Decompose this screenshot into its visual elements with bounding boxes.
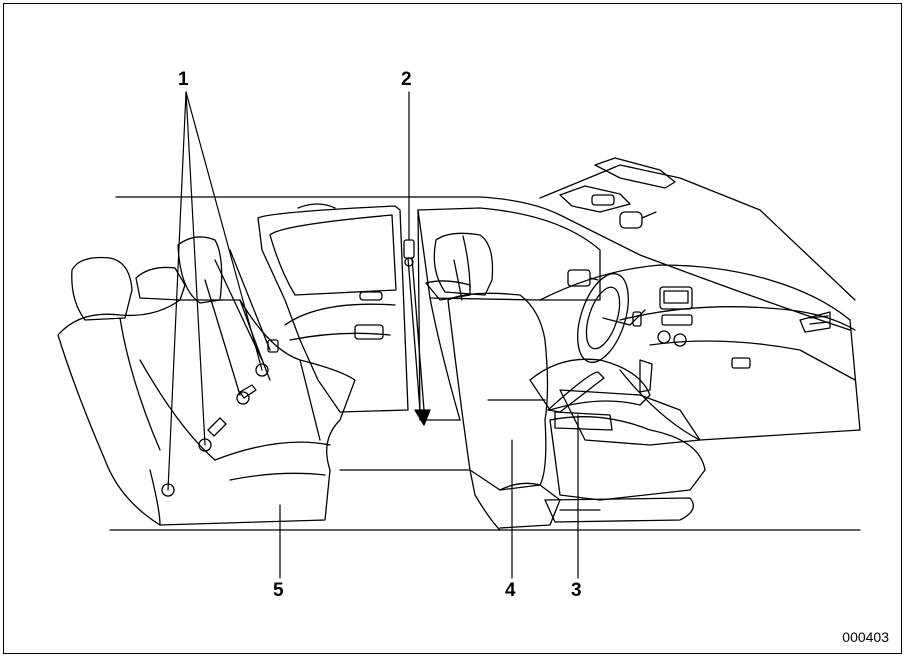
center-console [547,359,701,446]
callout-4: 4 [505,580,516,601]
front-door [339,207,601,471]
callout-5: 5 [273,580,284,601]
rear-door [257,203,409,413]
rear-seatbelts [161,249,279,497]
figure-frame [3,3,902,654]
callout-3: 3 [571,580,582,601]
callout-2: 2 [401,69,412,90]
steering-wheel [577,273,646,363]
leader-lines [167,91,579,579]
rear-seat [57,236,356,526]
figure-code: 000403 [842,629,889,645]
car-body-outline [109,164,861,531]
dashboard [539,264,861,441]
front-seat [425,232,561,531]
b-pillar-seatbelt [403,239,431,426]
callout-1: 1 [178,69,189,90]
front-passenger-seat [529,358,706,523]
mirrors-and-visors [559,157,676,287]
